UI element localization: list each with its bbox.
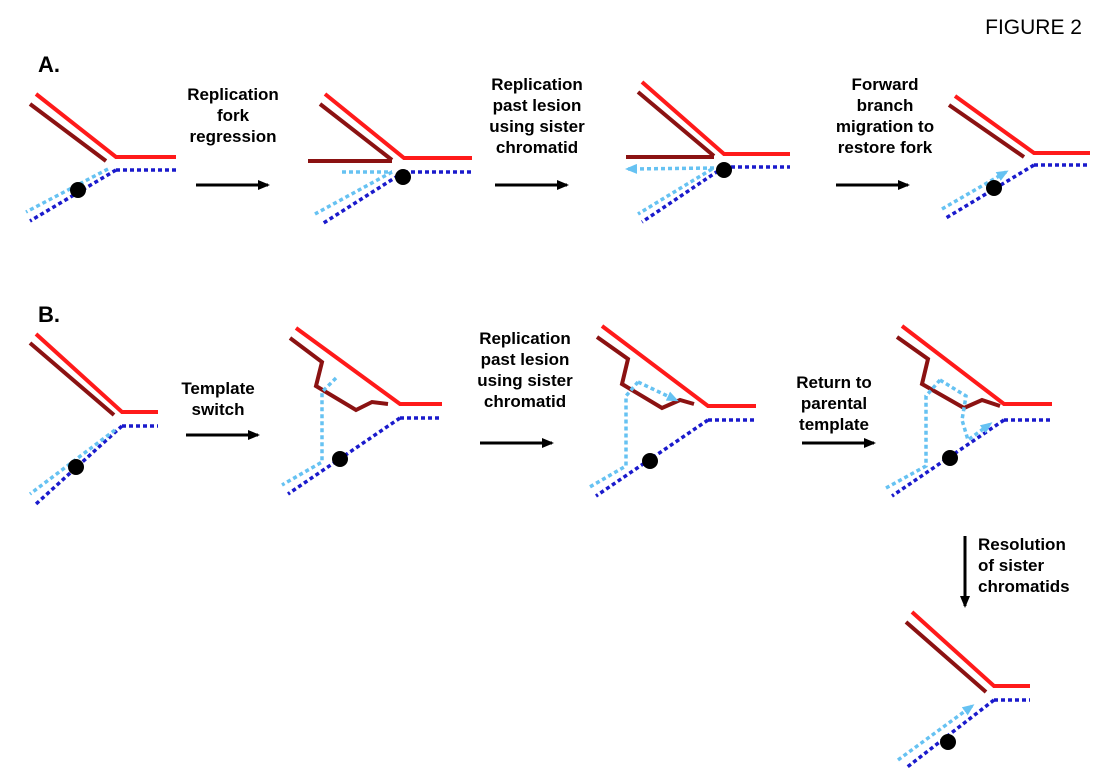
lesion-dot [942, 450, 958, 466]
parental-strand-bottom [595, 418, 709, 498]
nascent-strand-bottom [885, 378, 942, 490]
parental-strand-bottom [641, 165, 725, 224]
lesion-dot [940, 734, 956, 750]
parental-strand-top [34, 92, 176, 159]
template-switched-nascent-top [595, 335, 695, 411]
figure-title: FIGURE 2 [985, 16, 1082, 39]
fork-a2 [308, 92, 472, 226]
parental-strand-top [323, 92, 472, 160]
step-label-a3: Forward branch migration to restore fork [835, 75, 935, 157]
nascent-strand-bottom [637, 167, 713, 216]
lesion-dot [332, 451, 348, 467]
step-label-a2: Replication past lesion using sister chr… [489, 75, 585, 157]
fork-b1 [28, 332, 158, 506]
parental-strand-bottom [287, 416, 401, 496]
panel-a-label: A. [38, 52, 60, 77]
step-label-b1: Template switch [181, 379, 255, 419]
nascent-strand-bottom [587, 380, 640, 490]
lesion-dot [986, 180, 1002, 196]
template-switched-nascent-top [288, 336, 389, 413]
template-switched-nascent-top [895, 335, 1001, 411]
nascent-strand-top [636, 90, 716, 158]
nascent-strand-top [947, 103, 1026, 159]
nascent-strand-top [28, 102, 108, 163]
fork-b4 [885, 324, 1052, 498]
step-label-b3: Return to parental template [796, 373, 872, 434]
lesion-dot [642, 453, 658, 469]
fork-a1 [25, 92, 176, 223]
lesion-dot [395, 169, 411, 185]
parental-strand-top [294, 326, 442, 406]
nascent-strand-top [904, 620, 988, 694]
extended-nascent-bottom [637, 380, 679, 402]
lesion-dot [68, 459, 84, 475]
lesion-dot [716, 162, 732, 178]
nascent-strand-top [318, 102, 394, 162]
parental-strand-top [34, 332, 158, 414]
nascent-strand-bottom [281, 376, 338, 487]
fork-b3 [587, 324, 756, 498]
extended-nascent-bottom [939, 378, 993, 443]
parental-strand-top [953, 94, 1090, 155]
lesion-dot [70, 182, 86, 198]
parental-strand-top [910, 610, 1030, 688]
nascent-strand-bottom [314, 170, 393, 216]
fork-b5 [896, 610, 1030, 770]
fork-a4 [941, 94, 1090, 220]
step-label-a1: Replication fork regression [187, 85, 279, 146]
parental-strand-top [640, 80, 790, 156]
nascent-strand-bottom [941, 170, 1009, 211]
nascent-strand-bottom [25, 167, 109, 214]
fork-a3 [625, 80, 790, 224]
step-label-b4: Resolution of sister chromatids [978, 535, 1070, 596]
panel-b-label: B. [38, 302, 60, 327]
extended-nascent-bottom [625, 163, 715, 174]
parental-strand-top [900, 324, 1052, 406]
parental-strand-bottom [321, 170, 405, 226]
nascent-strand-bottom [896, 704, 975, 762]
nascent-strand-bottom [28, 428, 117, 496]
parental-strand-top [600, 324, 756, 408]
step-label-b2: Replication past lesion using sister chr… [477, 329, 573, 411]
nascent-strand-top [28, 341, 116, 417]
parental-strand-bottom [904, 698, 996, 770]
fork-b2 [281, 326, 442, 496]
